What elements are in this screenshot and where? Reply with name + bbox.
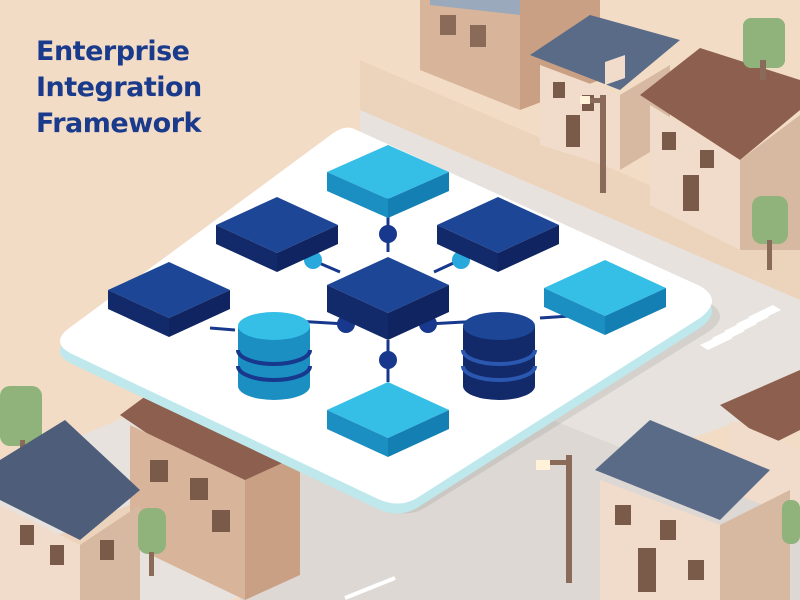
bottom-block [327, 382, 449, 457]
title-line-2: Integration [36, 72, 202, 103]
database-right-icon [461, 312, 537, 400]
lane-marking [344, 576, 396, 600]
tree-icon [743, 18, 785, 80]
tree-icon [782, 500, 800, 544]
house-icon [0, 420, 140, 600]
street-lamp-icon [536, 455, 572, 583]
house-icon [595, 420, 790, 600]
tree-icon [752, 196, 788, 270]
database-left-icon [236, 312, 312, 400]
page-title: Enterprise Integration Framework [36, 34, 276, 142]
crosswalk-icon [700, 305, 781, 350]
right-block [544, 260, 666, 335]
hub-block [327, 257, 449, 340]
left-block [108, 262, 230, 337]
title-line-1: Enterprise [36, 36, 190, 67]
sidewalk-upper [360, 60, 800, 300]
street-lamp-icon [580, 95, 606, 193]
tree-icon [138, 508, 166, 576]
upper-left-block [216, 197, 338, 272]
top-block [327, 145, 449, 218]
title-line-3: Framework [36, 108, 201, 139]
upper-right-block [437, 197, 559, 272]
